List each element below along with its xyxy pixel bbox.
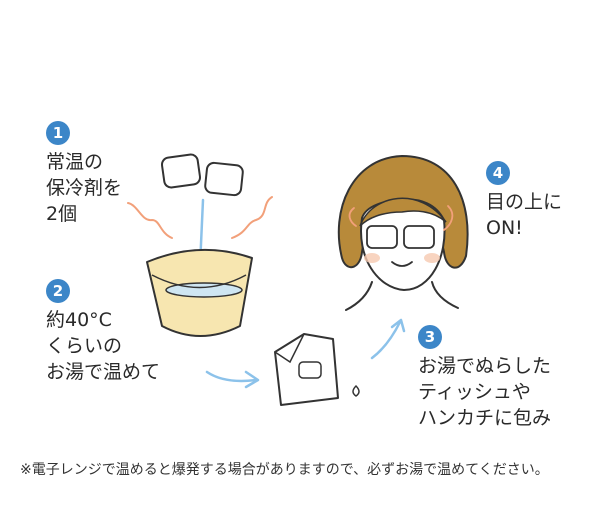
ice-pack-left [160, 153, 202, 189]
step-2-text: 約40°C くらいの お湯で温めて [46, 307, 160, 385]
step-3-line-3: ハンカチに包み [418, 407, 552, 429]
step-3-line-2: ティッシュや [418, 381, 531, 403]
mouth [391, 261, 413, 267]
step-4-text: 目の上に ON! [486, 189, 562, 241]
steam-right [231, 196, 273, 239]
eye-pack-left [366, 225, 398, 249]
step-3-line-1: お湯でぬらした [418, 355, 552, 377]
step-1-badge: 1 [46, 121, 70, 145]
ice-pack-right [204, 161, 244, 197]
neck [345, 281, 459, 311]
step-2-line-3: お湯で温めて [46, 361, 161, 383]
warmth-left [348, 207, 357, 227]
step-2-badge: 2 [46, 279, 70, 303]
step-1-line-1: 常温の [46, 151, 104, 173]
bangs [359, 197, 447, 227]
step-2-line-1: 約40°C [46, 309, 112, 331]
droplet [352, 384, 360, 397]
step-1-line-2: 保冷剤を [46, 177, 123, 199]
step-3-text: お湯でぬらした ティッシュや ハンカチに包み [418, 353, 551, 431]
step-4-line-1: 目の上に [486, 191, 563, 213]
arrow-up [370, 320, 402, 360]
steam-left [127, 202, 173, 239]
step-3-badge: 3 [418, 325, 442, 349]
eye-pack-right [403, 225, 435, 249]
step-2-line-2: くらいの [46, 335, 123, 357]
step-1-text: 常温の 保冷剤を 2個 [46, 149, 122, 227]
warmth-right [443, 205, 454, 231]
step-4-line-2: ON! [486, 217, 523, 239]
arrow-right [205, 370, 258, 383]
footnote: ※電子レンジで温めると爆発する場合がありますので、必ずお湯で温めてください。 [20, 462, 549, 478]
step-4-badge: 4 [486, 161, 510, 185]
step-1-line-3: 2個 [46, 203, 78, 225]
